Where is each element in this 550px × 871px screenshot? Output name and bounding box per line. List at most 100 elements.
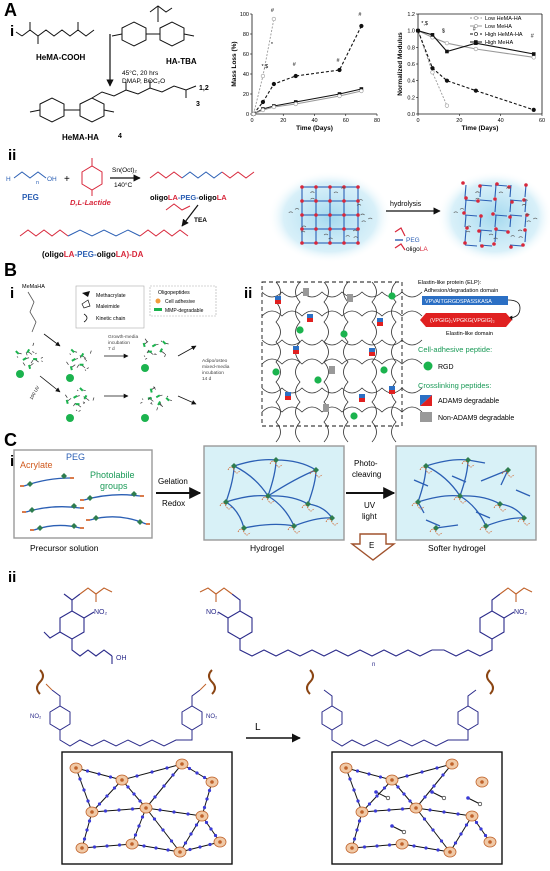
elp-strand: [295, 281, 301, 443]
data-point: [359, 23, 364, 29]
mol3-no2-left: NO₂: [30, 714, 42, 720]
free-end: [441, 795, 447, 801]
rgd-peptide: [380, 366, 388, 374]
peg-unit: [154, 846, 158, 850]
acrylate-junction: [269, 460, 283, 468]
data-point: [260, 99, 266, 105]
peg-unit: [420, 770, 424, 774]
crosslink-node: [506, 230, 510, 234]
acrylate-junction: [325, 518, 339, 526]
crosslink-node: [523, 228, 527, 232]
acrylate-junction: [219, 502, 233, 510]
adam9-crosslink: [275, 300, 281, 304]
peg-unit: [158, 808, 162, 812]
mmp-peptide: [33, 358, 38, 361]
water-tick: [459, 208, 465, 210]
peg-strand: [494, 214, 508, 217]
x-tick-label: 40: [498, 118, 504, 124]
peg-chain: [267, 495, 309, 505]
polymer-strand: [86, 367, 89, 369]
x-tick-label: 60: [343, 118, 349, 124]
water-tick: [521, 204, 527, 206]
acrylate-junction: [429, 528, 443, 536]
legend-entry: Low HeMA-HA: [485, 16, 522, 22]
peg-unit: [150, 770, 154, 774]
x-tick-label: 60: [539, 118, 545, 124]
peg-chain: [467, 459, 486, 464]
polymer-strand: [141, 398, 144, 400]
released-fragment: [475, 511, 491, 519]
rgd-peptide: [272, 368, 280, 376]
b-cluster-4: [141, 338, 169, 372]
junction-center: [350, 846, 354, 850]
y-tick-label: 0.6: [407, 62, 415, 68]
product-da-structure: [19, 229, 189, 237]
non-adam9-swatch: [420, 412, 432, 422]
water-tick: [368, 217, 373, 220]
crosslink-node: [480, 244, 484, 248]
panel-a-i-label: i: [10, 23, 14, 40]
data-point: [531, 55, 536, 60]
junction-center: [488, 840, 492, 844]
peg-chain: [225, 494, 269, 503]
adhesion-label: Adhesion/degradation domain: [424, 288, 498, 294]
significance-annotation: *,$: [421, 21, 428, 27]
mmp-peptide: [162, 340, 167, 345]
peg-unit: [356, 799, 360, 803]
mol1-oh: OH: [116, 655, 127, 662]
softer-network: [411, 457, 531, 536]
peg-unit: [85, 769, 90, 773]
acrylate-label: Acrylate: [20, 460, 53, 470]
peg-unit: [117, 808, 121, 812]
x-tick-label: 40: [311, 118, 317, 124]
peg-unit: [459, 832, 463, 836]
data-point: [444, 41, 450, 46]
b-legend-box: Methacrylate Maleimide Kinetic chain Oli…: [75, 285, 217, 329]
crosslink-node: [477, 229, 481, 233]
panel-b-i-label: i: [10, 285, 14, 302]
crosslink-node: [462, 211, 466, 215]
peg-unit: [194, 823, 199, 827]
elp-strand: [261, 310, 423, 317]
peg-strand: [464, 229, 467, 243]
peg-unit: [92, 845, 97, 849]
x-tick-label: 20: [280, 118, 286, 124]
peg-unit: [405, 774, 409, 778]
mmp-peptide: [79, 387, 84, 392]
mmp-peptide: [159, 348, 164, 353]
crosslink-node: [342, 213, 346, 217]
polymer-strand: [83, 358, 87, 360]
polymer-strand: [84, 369, 87, 371]
polymer-strand: [78, 410, 81, 412]
data-point: [444, 78, 450, 83]
legend-marker: [474, 16, 478, 20]
photolabile-group: [61, 473, 67, 479]
peg-c-label: PEG: [66, 452, 85, 462]
softer-caption: Softer hydrogel: [428, 543, 486, 553]
peg-chain: [233, 465, 269, 497]
polymer-strand: [164, 353, 166, 358]
peg-chain: [225, 501, 245, 529]
crosslink-node: [491, 212, 495, 216]
peg-strand: [494, 214, 497, 228]
crosslink-node: [510, 200, 514, 204]
polymer-strand: [83, 402, 85, 405]
peg-unit: [202, 775, 207, 780]
crosslink-node: [342, 241, 346, 245]
significance-annotation: #: [473, 27, 477, 33]
peg-unit: [202, 805, 207, 810]
junction-center: [90, 810, 94, 814]
crosslink-node: [328, 213, 332, 217]
peg-unit: [97, 802, 102, 806]
mmp-peptide: [157, 401, 161, 406]
significance-annotation: #: [337, 58, 341, 64]
peg-unit: [169, 839, 174, 843]
crosslink-node: [328, 227, 332, 231]
y-tick-label: 0.4: [407, 79, 415, 85]
polymer-strand: [146, 349, 150, 354]
mmp-peptide: [75, 403, 80, 406]
memaha-chain: [27, 291, 37, 333]
